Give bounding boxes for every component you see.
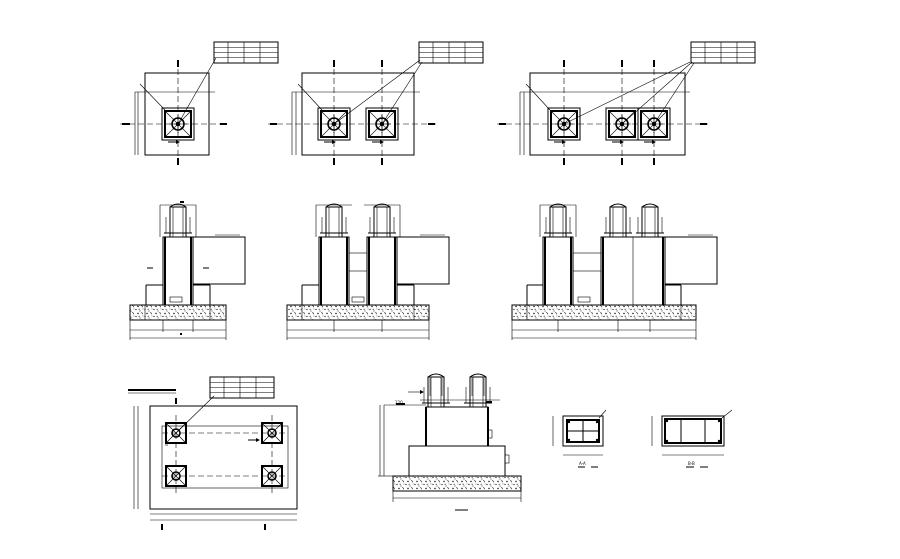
elevation-single-pedestal [129,201,246,340]
elevation-triple-pedestal [511,203,718,340]
label-table-3 [690,41,756,64]
plan-single-pedestal [120,41,279,165]
label-table-4 [209,376,275,399]
label-table-1 [213,41,279,64]
elevation-double-pedestal [286,203,450,340]
plan-triple-pedestal [497,41,756,165]
detail-section-b: B-B [651,409,733,468]
section-b-label: B-B [688,461,695,466]
plan-double-pedestal [268,41,484,165]
section-detail: 120 [378,373,522,511]
section-a-label: A-A [579,461,586,466]
section-dim-label: 120 [395,400,403,405]
detail-section-a: A-A [552,409,607,468]
label-table-2 [418,41,484,64]
plan-four-pedestal [128,376,298,530]
